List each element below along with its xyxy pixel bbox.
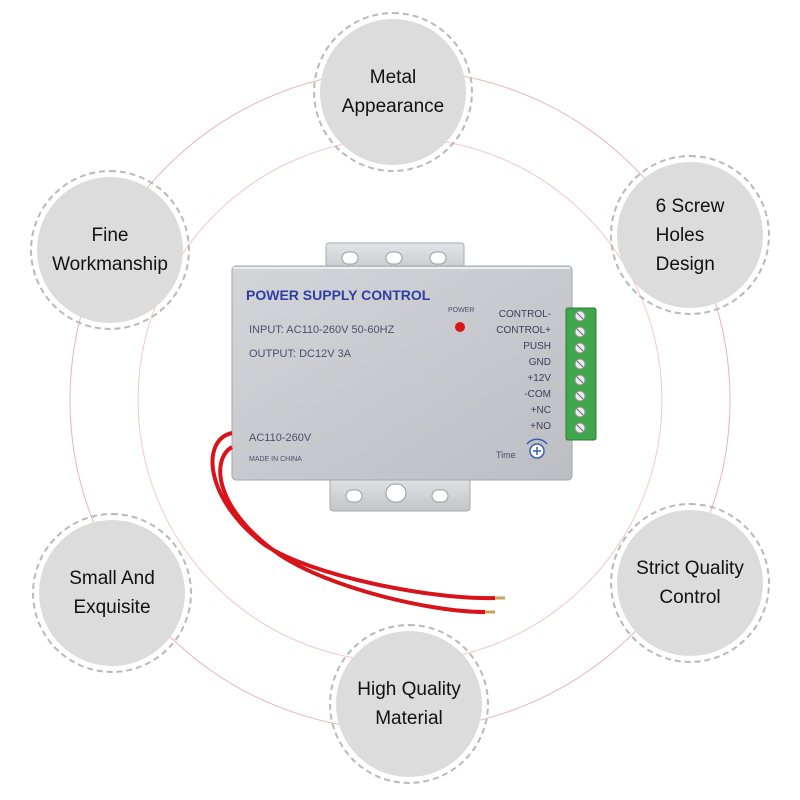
ac-label: AC110-260V	[249, 432, 312, 444]
power-label: POWER	[448, 307, 475, 314]
feature-ring	[32, 513, 192, 673]
feature-screw-holes: 6 Screw Holes Design	[617, 162, 763, 308]
screw-hole	[431, 489, 449, 503]
power-led	[455, 322, 465, 332]
screw-hole	[429, 251, 447, 265]
terminal-label: +12V	[527, 373, 551, 384]
feature-small-exquisite: Small And Exquisite	[39, 520, 185, 666]
terminal-screw-slot	[576, 328, 584, 336]
output-spec: OUTPUT: DC12V 3A	[249, 348, 352, 360]
terminal-screw-slot	[576, 360, 584, 368]
terminal-label: GND	[528, 357, 551, 368]
feature-ring	[30, 170, 190, 330]
terminal-screw-slot	[576, 376, 584, 384]
screw-hole	[385, 483, 407, 503]
made-in-label: MADE IN CHINA	[249, 456, 302, 463]
terminal-label: PUSH	[523, 341, 551, 352]
terminal-label: +NC	[530, 405, 551, 416]
bottom-mounting-flange	[329, 474, 471, 512]
feature-label: Metal Appearance	[341, 67, 445, 117]
time-label: Time	[496, 450, 516, 460]
feature-ring	[610, 503, 770, 663]
feature-ring	[313, 12, 473, 172]
red-wire	[218, 445, 486, 614]
terminal-screw-slot	[576, 424, 584, 432]
terminal-label: CONTROL+	[496, 325, 551, 336]
terminal-screw-slot	[576, 392, 584, 400]
device-title: POWER SUPPLY CONTROL	[246, 287, 431, 303]
screw-hole	[385, 251, 403, 265]
feature-high-quality-material: High Quality Material	[336, 631, 482, 777]
terminal-block	[565, 307, 597, 441]
terminal-screw-slot	[576, 408, 584, 416]
terminal-screw-slot	[576, 312, 584, 320]
screw-hole	[345, 489, 363, 503]
feature-metal-appearance: Metal Appearance	[320, 19, 466, 165]
screw-hole	[341, 251, 359, 265]
input-spec: INPUT: AC110-260V 50-60HZ	[249, 324, 395, 336]
terminal-label: CONTROL-	[498, 309, 551, 320]
feature-label: 6 Screw Holes Design	[655, 195, 725, 275]
terminal-screw-slot	[576, 344, 584, 352]
feature-ring	[329, 624, 489, 784]
feature-label: Fine Workmanship	[52, 225, 168, 275]
feature-ring	[610, 155, 770, 315]
feature-strict-quality: Strict Quality Control	[617, 510, 763, 656]
terminal-label: -COM	[524, 389, 551, 400]
feature-label: Small And Exquisite	[69, 568, 155, 618]
feature-fine-workmanship: Fine Workmanship	[37, 177, 183, 323]
terminal-label: +NO	[530, 421, 551, 432]
feature-label: High Quality Material	[357, 679, 461, 729]
feature-label: Strict Quality Control	[636, 558, 744, 608]
